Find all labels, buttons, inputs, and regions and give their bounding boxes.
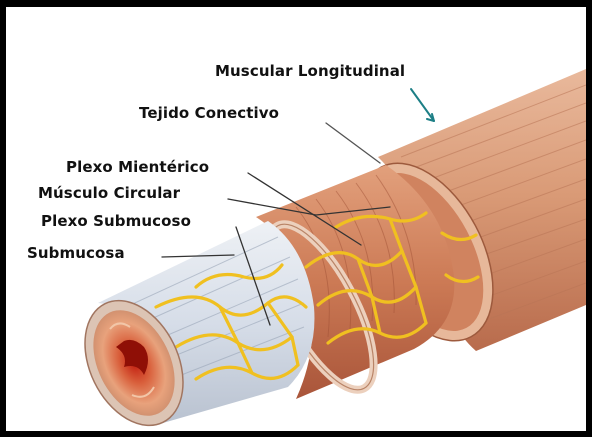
leader-tejido-conectivo [326,123,380,163]
label-muscular-longitudinal: Muscular Longitudinal [215,62,405,80]
label-plexo-submucoso: Plexo Submucoso [41,212,191,230]
leader-muscular-longitudinal [411,89,434,121]
label-tejido-conectivo: Tejido Conectivo [139,104,279,122]
label-submucosa: Submucosa [27,244,125,262]
label-plexo-mienterico: Plexo Mientérico [66,158,209,176]
label-musculo-circular: Músculo Circular [38,184,180,202]
